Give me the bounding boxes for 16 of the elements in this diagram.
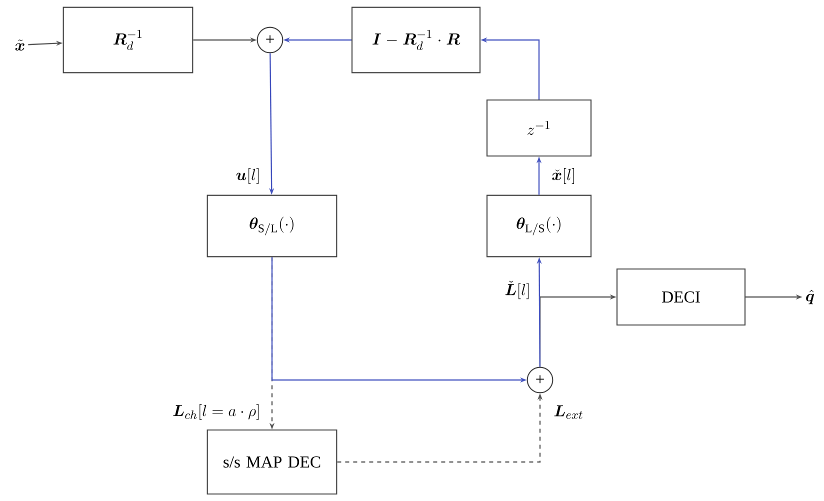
block-box: $\bm{R}_d^{-1}$ — [62, 6, 194, 74]
edge-label: $\bm{u}[l]$ — [234, 166, 262, 186]
summing-junction: + — [526, 366, 554, 394]
block-box: $\bm{\theta}_{\mathrm{L/S}}(\cdot)$ — [486, 194, 592, 258]
output-symbol: $\hat{\bm{q}}$ — [806, 290, 814, 304]
edge-label: $\check{\bm{L}}[l]$ — [503, 280, 532, 300]
block-box: DECI — [616, 268, 746, 326]
block-box: $\bm{\theta}_{\mathrm{S/L}}(\cdot)$ — [206, 194, 338, 258]
block-box: $z^{-1}$ — [486, 99, 592, 157]
edge-label: $\bm{L}_{ch}[l=a\cdot\rho]$ — [171, 402, 262, 422]
block-box: s/s MAP DEC — [206, 429, 338, 495]
input-symbol: $\tilde{\bm{x}}$ — [15, 40, 24, 51]
edge-label: $\check{\bm{x}}[l]$ — [550, 166, 578, 186]
block-box: $\bm{I}-\bm{R}_d^{-1}\cdot\bm{R}$ — [351, 6, 481, 74]
summing-junction: + — [256, 26, 284, 54]
edge-label: $\bm{L}_{ext}$ — [552, 404, 585, 420]
